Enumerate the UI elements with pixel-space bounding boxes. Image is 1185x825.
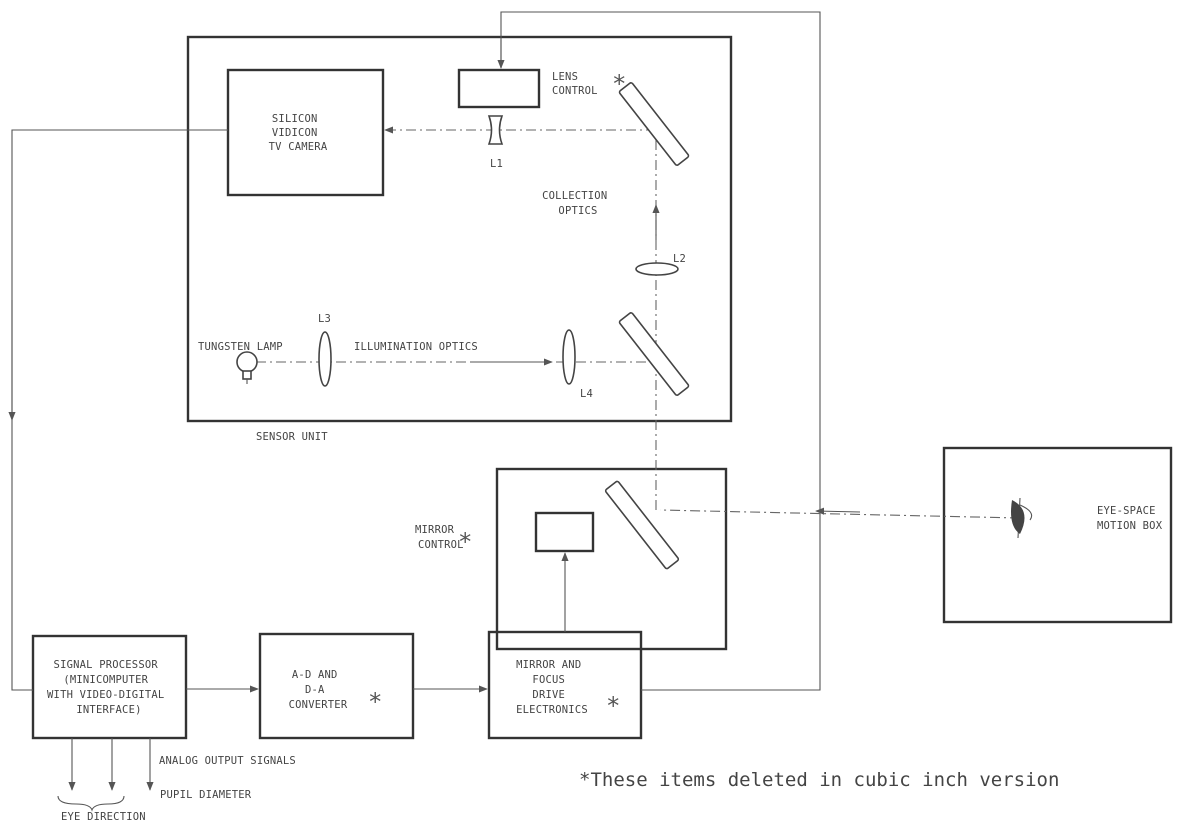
signal-processor-box [31,634,188,740]
drive-to-lens-control-line [500,11,821,691]
mirror-control-unit-box [495,467,728,651]
drive-electronics-asterisk: * [606,692,620,720]
footnote: *These items deleted in cubic inch versi… [579,769,1059,791]
camera-to-processor-line [11,129,228,691]
pupil-diameter-label: PUPIL DIAMETER [160,789,252,801]
illumination-mirror [618,312,690,396]
mirror-control-label: MIRROR CONTROL [415,524,464,551]
eye-space-motion-box [942,446,1173,624]
camera-box [226,68,385,197]
lens-l3 [318,331,332,387]
lens-control-label: LENS CONTROL [552,71,598,97]
l4-label: L4 [580,388,593,400]
collection-optics-label: COLLECTION OPTICS [542,190,614,217]
ad-converter-box [258,632,415,740]
mirror-control-inner-box [534,511,595,553]
ad-converter-asterisk: * [368,688,382,716]
l1-label: L1 [490,158,503,170]
eye-beam-arrow [815,507,861,515]
illumination-optics-label: ILLUMINATION OPTICS [354,341,478,353]
sensor-unit-label: SENSOR UNIT [256,431,328,443]
sensor-unit-box [186,35,733,423]
drive-electronics-label: MIRROR AND FOCUS DRIVE ELECTRONICS [516,659,588,716]
lens-l4 [562,329,576,385]
signal-processor-label: SIGNAL PROCESSOR (MINICOMPUTER WITH VIDE… [47,659,171,716]
tungsten-lamp-label: TUNGSTEN LAMP [198,341,283,353]
camera-label: SILICON VIDICON TV CAMERA [269,113,328,153]
collection-mirror [618,82,690,166]
lens-control-box [457,68,541,109]
eye-icon [1011,497,1033,539]
mirror-control-asterisk: * [458,528,472,556]
analog-output-label: ANALOG OUTPUT SIGNALS [159,755,296,767]
eye-direction-label: EYE DIRECTION [61,811,146,823]
lens-control-asterisk: * [612,70,626,98]
ad-converter-label: A-D AND D-A CONVERTER [289,669,348,711]
lens-l2 [635,262,679,276]
eye-direction-brace [57,795,125,812]
eye-to-mirror-beam [659,509,1021,519]
l3-label: L3 [318,313,331,325]
tungsten-lamp-icon [236,351,258,384]
eye-space-label: EYE-SPACE MOTION BOX [1097,505,1163,532]
lens-l1 [487,115,504,145]
scanning-mirror [604,480,680,570]
l2-label: L2 [673,253,686,265]
